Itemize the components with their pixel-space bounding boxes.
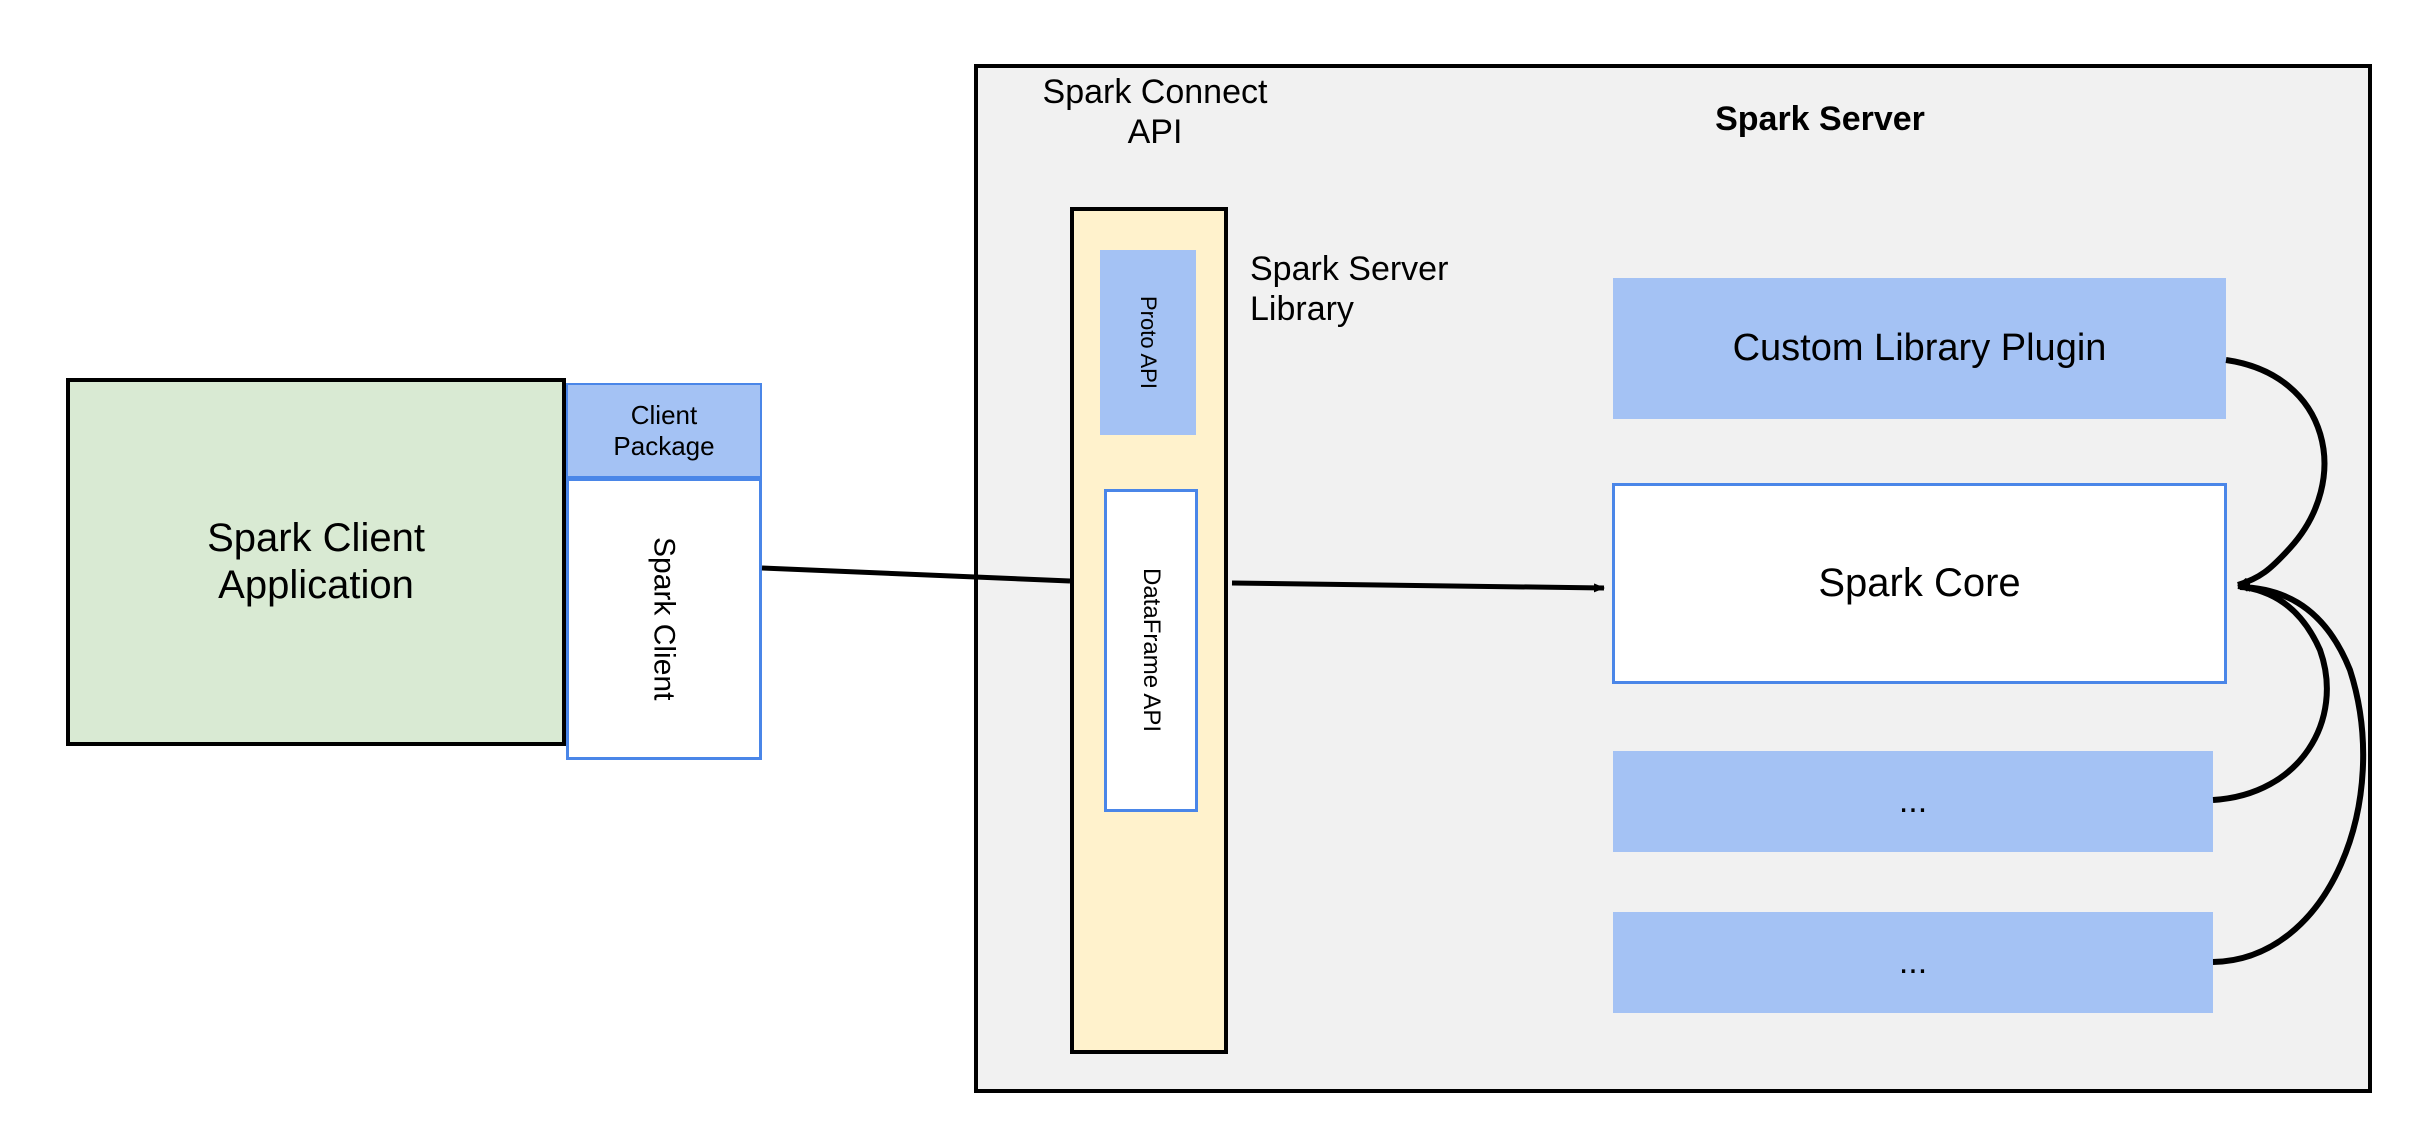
dataframe-api-label: DataFrame API (1138, 568, 1166, 733)
spark-client-application-label: Spark Client Application (207, 515, 425, 607)
spark-server-library-label: Spark Server Library (1250, 244, 1550, 334)
client-package-box[interactable]: Client Package (566, 383, 762, 478)
spark-core-label: Spark Core (1818, 560, 2021, 605)
ellipsis-box-2-label: ... (1898, 943, 1928, 982)
custom-library-plugin-label: Custom Library Plugin (1732, 327, 2107, 370)
spark-connect-api-label-text: Spark Connect API (1042, 72, 1268, 151)
client-package-label: Client Package (613, 399, 715, 461)
spark-client-application-box[interactable]: Spark Client Application (66, 378, 566, 746)
spark-server-title-text: Spark Server (1715, 99, 1925, 138)
ellipsis-box-1-label: ... (1898, 782, 1928, 821)
ellipsis-box-2[interactable]: ... (1613, 912, 2213, 1013)
proto-api-box[interactable]: Proto API (1100, 250, 1196, 435)
spark-connect-api-label: Spark Connect API (1010, 70, 1300, 154)
spark-server-title: Spark Server (1650, 96, 1990, 142)
spark-core-box[interactable]: Spark Core (1612, 483, 2227, 684)
spark-client-label: Spark Client (647, 537, 681, 701)
ellipsis-box-1[interactable]: ... (1613, 751, 2213, 852)
proto-api-label: Proto API (1135, 296, 1161, 389)
spark-server-library-label-text: Spark Server Library (1250, 249, 1449, 328)
spark-client-box[interactable]: Spark Client (566, 478, 762, 760)
dataframe-api-box[interactable]: DataFrame API (1104, 489, 1198, 812)
custom-library-plugin-box[interactable]: Custom Library Plugin (1613, 278, 2226, 419)
